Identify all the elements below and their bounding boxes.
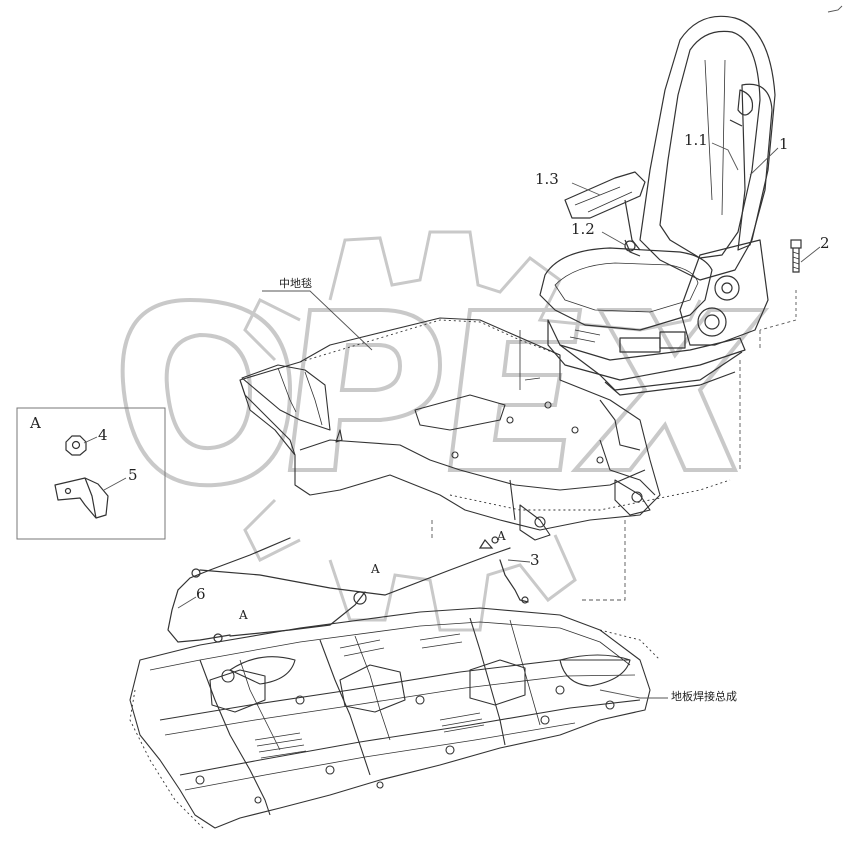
bracket [54, 477, 109, 519]
label-seat-cushion: 1.2 [571, 220, 595, 238]
seat-armrest [564, 171, 646, 251]
nut [65, 435, 87, 456]
seat-base [547, 239, 769, 396]
seat-backrest [639, 15, 776, 281]
label-view-marker-1: A [371, 562, 380, 576]
label-nut: 4 [98, 426, 108, 444]
label-seat-backrest: 1.1 [684, 131, 708, 149]
leader-lines [83, 5, 843, 699]
watermark-gear [243, 230, 702, 632]
label-middle-floor: 中地毯 [279, 277, 312, 290]
watermark-logo [120, 230, 770, 632]
seat-assembly [539, 15, 776, 396]
label-wire-clip: 3 [530, 551, 540, 569]
label-view-marker-2: A [497, 529, 506, 543]
detail-view-frame [16, 407, 166, 540]
label-floor-welding-assembly: 地板焊接总成 [671, 690, 737, 703]
label-seat-assembly: 1 [779, 135, 789, 153]
label-cable: 6 [196, 585, 206, 603]
cable-assembly [167, 536, 529, 643]
seat-cushion [539, 239, 713, 331]
label-armrest: 1.3 [535, 170, 559, 188]
floor-welding-assembly [129, 607, 661, 831]
watermark-letters [120, 297, 770, 488]
label-detail-view: A [30, 414, 41, 432]
label-bolt: 2 [820, 234, 830, 252]
label-view-marker-3: A [239, 608, 248, 622]
label-bracket: 5 [128, 466, 138, 484]
bolt [790, 239, 802, 273]
middle-floor-carpet [239, 317, 731, 541]
